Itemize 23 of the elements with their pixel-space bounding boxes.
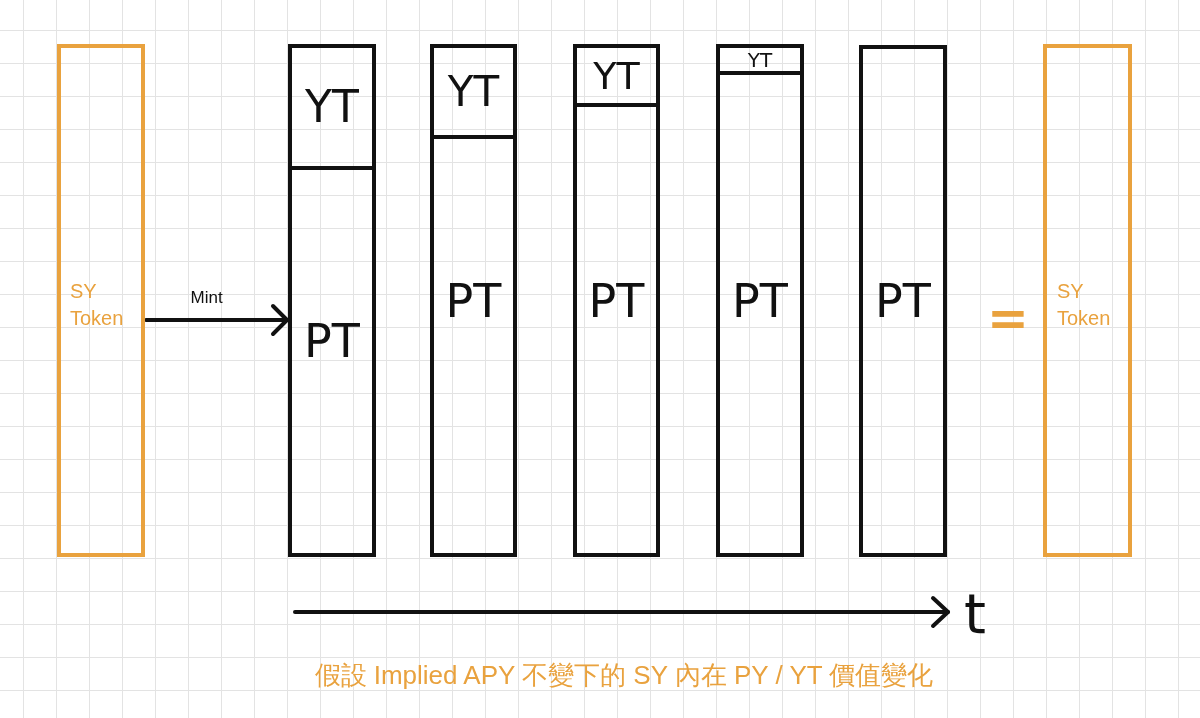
segment-label: YT: [747, 49, 773, 70]
edge-label: Mint: [190, 288, 223, 308]
token-label: SY Token: [70, 279, 124, 331]
caption: 假設 Implied APY 不變下的 SY 內在 PY / YT 價值變化: [314, 658, 934, 692]
pt-bar: [859, 45, 947, 557]
stacked-bar: [288, 44, 376, 557]
axis-label: t: [964, 586, 986, 642]
segment-label: PT: [445, 278, 502, 324]
stacked-bar: [430, 44, 517, 557]
equals-sign: =: [987, 293, 1029, 343]
segment-label: YT: [305, 85, 359, 129]
stacked-bar: [716, 44, 804, 557]
segment-label: PT: [588, 278, 645, 324]
segment-label: PT: [875, 278, 931, 324]
stacked-bar: [573, 44, 660, 557]
token-box: [57, 44, 145, 557]
segment-label: PT: [304, 318, 360, 364]
segment-label: PT: [732, 278, 788, 324]
token-box: [1043, 44, 1132, 557]
segment-label: YT: [447, 70, 500, 113]
arrow: [144, 304, 289, 336]
segment-label: YT: [593, 56, 640, 95]
token-label: SY Token: [1057, 279, 1111, 331]
